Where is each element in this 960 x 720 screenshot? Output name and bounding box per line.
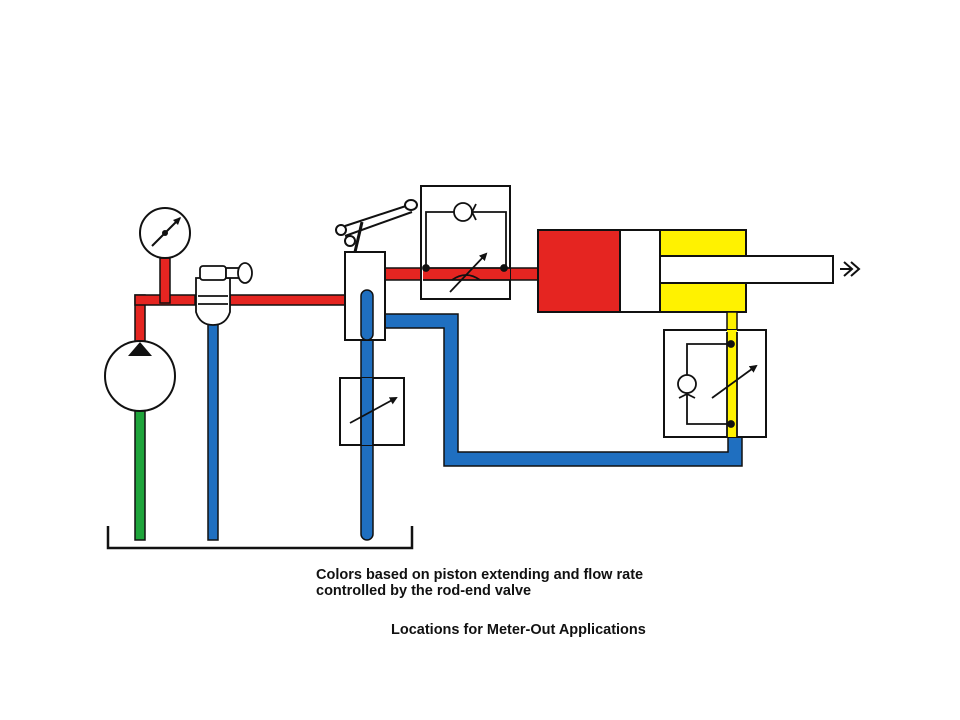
diagram-subtitle: Locations for Meter-Out Applications: [391, 622, 646, 638]
extend-direction-arrow: [840, 261, 861, 277]
rod-end-flow-control-valve: [663, 329, 767, 438]
reservoir: [106, 526, 414, 550]
return-line: [207, 289, 743, 541]
return-flow-control-valve: [339, 377, 405, 446]
pressure-gauge: [139, 207, 191, 259]
pump: [104, 340, 176, 412]
cylinder-cap-chamber: [537, 229, 621, 313]
directional-control-valve: [335, 199, 418, 341]
caption-line-2: controlled by the rod-end valve: [316, 583, 532, 599]
cylinder-rod: [659, 255, 834, 284]
suction-line: [134, 409, 146, 541]
relief-valve: [195, 262, 253, 326]
hydraulic-cylinder: [537, 229, 834, 333]
cap-end-flow-control-valve: [420, 185, 511, 300]
cylinder-piston: [619, 229, 661, 313]
caption-line-1: Colors based on piston extending and flo…: [316, 567, 644, 583]
